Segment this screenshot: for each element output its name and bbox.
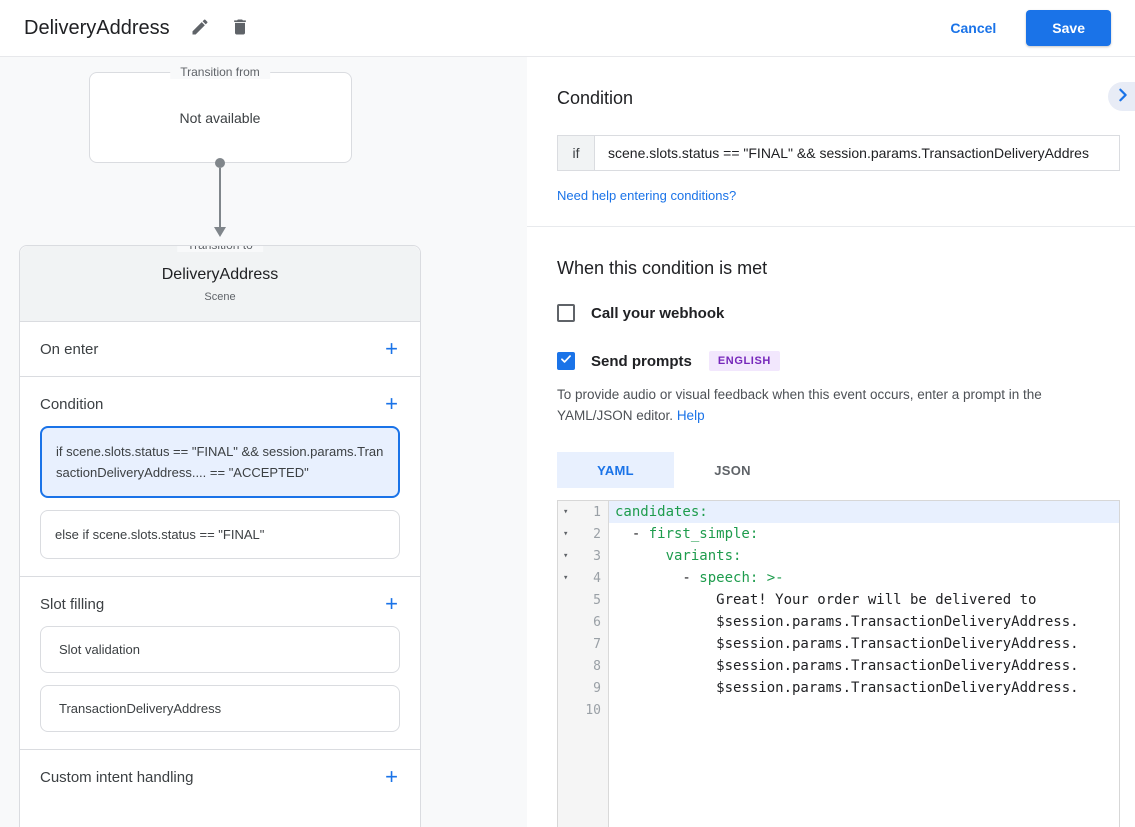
page-title: DeliveryAddress [24, 16, 170, 39]
code-line[interactable]: variants: [665, 548, 742, 564]
code-line[interactable]: $session.params.TransactionDeliveryAddre… [615, 636, 1079, 652]
checkmark-icon [559, 352, 573, 371]
gutter-row: 8 [558, 655, 608, 677]
code-line[interactable] [609, 699, 1119, 721]
gutter-row: 10 [558, 699, 608, 721]
conditions-help-link[interactable]: Need help entering conditions? [557, 188, 737, 203]
trash-icon [230, 17, 250, 40]
scene-card-header: DeliveryAddress Scene [20, 246, 420, 322]
line-number: 1 [593, 504, 601, 520]
gutter-row: ▾4 [558, 567, 608, 589]
gutter-row: ▾3 [558, 545, 608, 567]
section-divider [527, 226, 1135, 227]
line-number: 7 [593, 636, 601, 652]
arrow-down-icon [214, 227, 226, 237]
transition-from-value: Not available [179, 109, 261, 126]
transition-from-box: Transition from Not available [88, 65, 352, 163]
language-badge: ENGLISH [708, 351, 780, 371]
send-prompts-label: Send prompts [591, 352, 692, 370]
custom-intent-section: Custom intent handling + [20, 750, 420, 804]
slot-item-delivery-address[interactable]: TransactionDeliveryAddress [40, 685, 400, 732]
code-line[interactable]: $session.params.TransactionDeliveryAddre… [615, 680, 1079, 696]
condition-detail-panel: Condition if Need help entering conditio… [527, 57, 1135, 827]
code-line[interactable]: $session.params.TransactionDeliveryAddre… [615, 658, 1079, 674]
editor-tabs: YAML JSON [557, 452, 1120, 488]
line-number: 6 [593, 614, 601, 630]
scene-type: Scene [204, 291, 236, 303]
collapse-panel-button[interactable] [1108, 82, 1135, 111]
line-number: 9 [593, 680, 601, 696]
code-line[interactable]: candidates: [609, 501, 1119, 523]
if-prefix-label: if [557, 135, 594, 171]
line-number: 4 [593, 570, 601, 586]
line-number: 10 [585, 702, 601, 718]
fold-toggle-icon[interactable]: ▾ [563, 573, 569, 583]
custom-intent-label: Custom intent handling [40, 768, 194, 786]
fold-toggle-icon[interactable]: ▾ [563, 551, 569, 561]
connector-dot-icon [215, 158, 225, 168]
condition-item[interactable]: else if scene.slots.status == "FINAL" [40, 510, 400, 559]
webhook-label: Call your webhook [591, 304, 725, 322]
tab-json[interactable]: JSON [714, 462, 751, 478]
condition-item-selected[interactable]: if scene.slots.status == "FINAL" && sess… [40, 426, 400, 498]
webhook-row: Call your webhook [557, 304, 1120, 322]
gutter-row: 7 [558, 633, 608, 655]
on-enter-label: On enter [40, 340, 99, 358]
delete-scene-button[interactable] [224, 12, 256, 44]
slot-item-validation[interactable]: Slot validation [40, 626, 400, 673]
save-button[interactable]: Save [1026, 10, 1111, 46]
line-number: 3 [593, 548, 601, 564]
add-slot-button[interactable]: + [385, 591, 398, 616]
flow-panel: Transition from Not available Transition… [0, 57, 527, 827]
chevron-right-icon [1116, 88, 1130, 105]
add-condition-button[interactable]: + [385, 391, 398, 416]
line-number: 5 [593, 592, 601, 608]
send-prompts-checkbox[interactable] [557, 352, 575, 370]
condition-expression-row: if [557, 135, 1120, 171]
transition-arrow [89, 158, 352, 245]
cancel-button[interactable]: Cancel [950, 20, 997, 36]
send-prompts-row: Send prompts ENGLISH [557, 351, 1120, 371]
editor-code[interactable]: candidates: - first_simple: variants: - … [609, 501, 1119, 827]
gutter-row: 6 [558, 611, 608, 633]
edit-title-button[interactable] [184, 12, 216, 44]
line-number: 8 [593, 658, 601, 674]
top-bar: DeliveryAddress Cancel Save [0, 0, 1135, 57]
fold-toggle-icon[interactable]: ▾ [563, 507, 569, 517]
scene-name: DeliveryAddress [161, 266, 279, 283]
code-line[interactable]: - first_simple: [615, 526, 759, 542]
webhook-checkbox[interactable] [557, 304, 575, 322]
fold-toggle-icon[interactable]: ▾ [563, 529, 569, 539]
transition-to-card: Transition to DeliveryAddress Scene On e… [19, 245, 421, 827]
gutter-row: ▾1 [558, 501, 608, 523]
hint-help-link[interactable]: Help [676, 408, 705, 423]
gutter-row: 5 [558, 589, 608, 611]
tab-yaml[interactable]: YAML [557, 452, 674, 488]
transition-from-label: Transition from [170, 65, 270, 79]
code-line[interactable]: - speech: >- [615, 570, 784, 586]
add-on-enter-button[interactable]: + [385, 336, 398, 361]
on-enter-section: On enter + [20, 322, 420, 377]
gutter-row: 9 [558, 677, 608, 699]
transition-to-label: Transition to [177, 246, 263, 252]
connector-line [219, 168, 221, 228]
slot-filling-label: Slot filling [40, 595, 105, 613]
editor-hint-text: To provide audio or visual feedback when… [557, 387, 1042, 423]
condition-section: Condition + if scene.slots.status == "FI… [20, 377, 420, 577]
add-custom-intent-button[interactable]: + [385, 764, 398, 789]
line-number: 2 [593, 526, 601, 542]
gutter-row: ▾2 [558, 523, 608, 545]
condition-label: Condition [40, 395, 104, 413]
code-line[interactable]: Great! Your order will be delivered to [615, 592, 1037, 608]
slot-filling-section: Slot filling + Slot validation Transacti… [20, 577, 420, 750]
code-line[interactable]: $session.params.TransactionDeliveryAddre… [615, 614, 1079, 630]
handler-panel-title: When this condition is met [557, 258, 768, 278]
pencil-icon [190, 17, 210, 40]
condition-expression-input[interactable] [594, 135, 1120, 171]
condition-panel-title: Condition [557, 88, 634, 108]
editor-hint: To provide audio or visual feedback when… [557, 384, 1120, 426]
